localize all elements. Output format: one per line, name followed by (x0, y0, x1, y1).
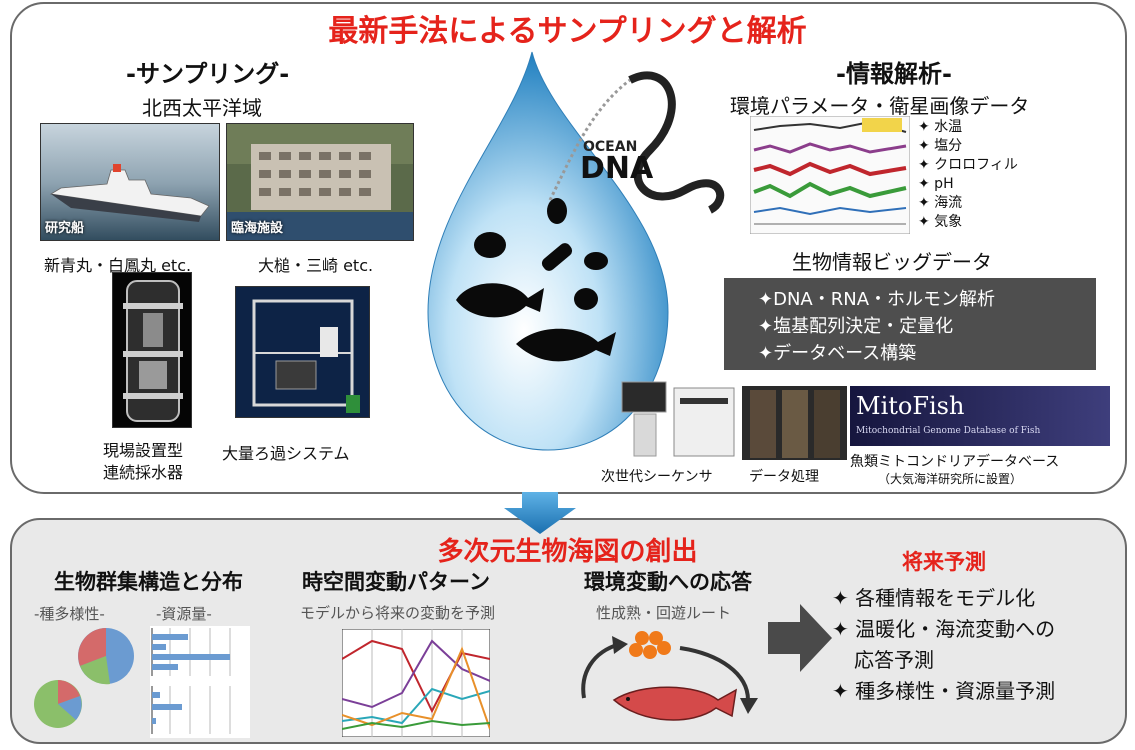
data-processing-photo (742, 386, 847, 460)
spatiotemporal-sub: モデルから将来の変動を予測 (300, 604, 496, 622)
mitofish-logo: MitoFish (856, 392, 965, 420)
env-parameter-list: ✦ 水温 ✦ 塩分 ✦ クロロフィル ✦ pH ✦ 海流 ✦ 気象 (918, 118, 1018, 232)
salmon-lifecycle-illustration (581, 631, 758, 721)
sampling-heading: -サンプリング- (126, 60, 290, 88)
response-sub: 性成熟・回遊ルート (596, 604, 732, 622)
research-ship-photo: 研究船 (40, 123, 220, 241)
sequencer-photo (621, 381, 735, 457)
coastal-facility-photo: 臨海施設 (226, 123, 414, 241)
future-item-2: ✦ 温暖化・海流変動への (832, 617, 1056, 641)
bio-item-2: ✦塩基配列決定・定量化 (758, 316, 954, 337)
env-param-4: ✦ pH (918, 176, 954, 192)
mitofish-subtitle: Mitochondrial Genome Database of Fish (856, 426, 1041, 436)
down-arrow-icon (504, 492, 576, 534)
bio-bigdata-heading: 生物情報ビッグデータ (792, 250, 992, 274)
sampler-caption: 現場設置型 連続採水器 (103, 440, 183, 484)
facility-photo-label: 臨海施設 (231, 221, 284, 236)
filtration-system-photo (235, 286, 370, 418)
mitofish-banner: MitoFish Mitochondrial Genome Database o… (850, 386, 1110, 446)
response-heading: 環境変動への応答 (584, 570, 752, 594)
bio-item-1: ✦DNA・RNA・ホルモン解析 (758, 289, 996, 310)
water-drop-illustration (427, 51, 725, 451)
future-prediction-list: ✦ 各種情報をモデル化 ✦ 温暖化・海流変動への 応答予測 ✦ 種多様性・資源量… (832, 583, 1055, 707)
main-title: 最新手法によるサンプリングと解析 (328, 14, 807, 49)
right-arrow-icon (768, 604, 832, 672)
diversity-label: -種多様性- (34, 605, 105, 623)
env-param-2: ✦ 塩分 (918, 138, 963, 154)
spatiotemporal-heading: 時空間変動パターン (302, 570, 490, 594)
analysis-heading: -情報解析- (836, 60, 952, 88)
sampler-photo (112, 272, 192, 428)
env-param-1: ✦ 水温 (918, 119, 963, 135)
community-heading: 生物群集構造と分布 (54, 570, 243, 594)
future-item-1: ✦ 各種情報をモデル化 (832, 586, 1036, 610)
env-param-6: ✦ 気象 (918, 214, 963, 230)
future-item-2-cont: 応答予測 (854, 648, 934, 672)
sampler-caption-line2: 連続採水器 (103, 463, 184, 482)
facilities-caption: 大槌・三崎 etc. (258, 256, 374, 275)
environmental-timeseries-image (750, 116, 910, 234)
region-label: 北西太平洋域 (142, 96, 262, 120)
ship-photo-label: 研究船 (45, 221, 85, 236)
variation-line-chart (342, 629, 490, 737)
sampler-caption-line1: 現場設置型 (103, 441, 184, 460)
diversity-pie-charts (34, 628, 134, 728)
ocean-dna-logo-big: DNA (580, 151, 654, 186)
ships-caption: 新青丸・白鳳丸 etc. (44, 256, 192, 275)
future-item-3: ✦ 種多様性・資源量予測 (832, 679, 1056, 703)
future-heading: 将来予測 (902, 550, 986, 574)
mitofish-note: （大気海洋研究所に設置） (878, 472, 1023, 486)
bio-analysis-box: ✦DNA・RNA・ホルモン解析 ✦塩基配列決定・定量化 ✦データベース構築 (724, 278, 1096, 370)
data-processing-caption: データ処理 (749, 469, 819, 485)
sequencer-caption: 次世代シーケンサ (601, 469, 713, 485)
mitofish-caption: 魚類ミトコンドリアデータベース (850, 454, 1060, 470)
filtration-caption: 大量ろ過システム (222, 444, 350, 463)
biomass-label: -資源量- (156, 605, 212, 623)
env-data-heading: 環境パラメータ・衛星画像データ (730, 94, 1030, 118)
ocean-dna-logo-small: OCEAN (583, 139, 638, 155)
env-param-3: ✦ クロロフィル (918, 157, 1018, 173)
biomass-bar-charts (150, 626, 250, 738)
sea-chart-title: 多次元生物海図の創出 (437, 537, 698, 567)
env-param-5: ✦ 海流 (918, 195, 963, 211)
bio-item-3: ✦データベース構築 (758, 343, 917, 364)
